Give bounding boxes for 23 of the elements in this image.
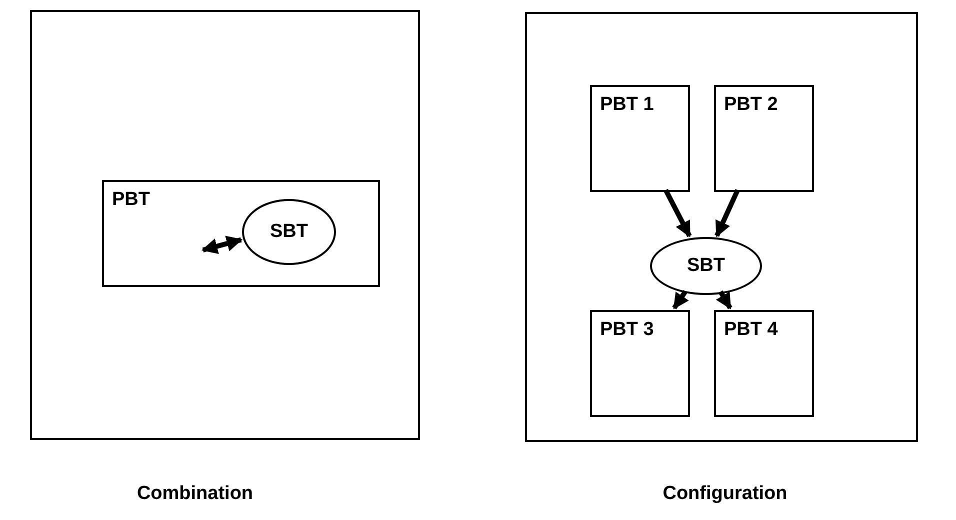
process-box <box>714 85 814 192</box>
ellipse-node <box>242 199 336 265</box>
panel-frame <box>30 10 420 440</box>
node-label: SBT <box>687 254 725 278</box>
arrow <box>663 188 692 238</box>
arrow <box>716 290 732 310</box>
process-box <box>590 85 690 192</box>
node-label: PBT <box>112 188 150 212</box>
arrow <box>714 188 740 238</box>
process-box <box>590 310 690 417</box>
panel-frame <box>525 12 918 442</box>
process-box <box>714 310 814 417</box>
arrow <box>672 290 689 310</box>
node-label: PBT 1 <box>600 93 654 117</box>
ellipse-node <box>650 237 762 295</box>
node-label: PBT 2 <box>724 93 778 117</box>
arrow <box>201 236 243 254</box>
node-label: PBT 3 <box>600 318 654 342</box>
node-label: PBT 4 <box>724 318 778 342</box>
node-label: Combination <box>136 482 254 506</box>
node-label: SBT <box>270 220 308 244</box>
node-label: Configuration <box>662 482 788 506</box>
process-box <box>102 180 380 287</box>
